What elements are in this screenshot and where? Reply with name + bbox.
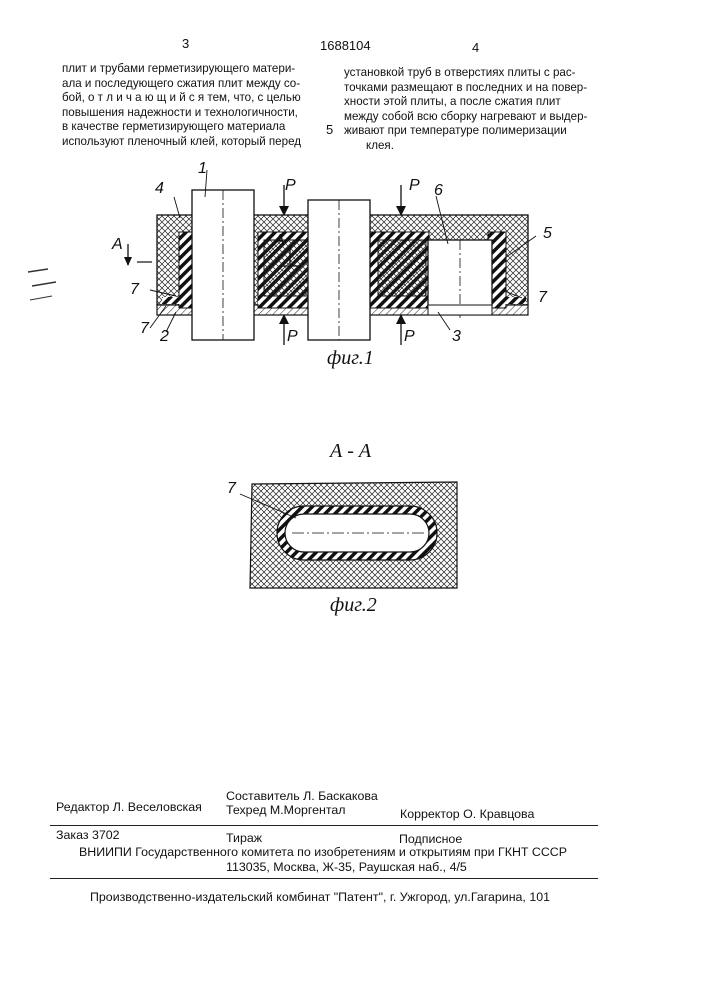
- label-7-bottom: 7: [140, 320, 149, 338]
- glue-layer: [377, 297, 429, 304]
- circulation: Тираж: [226, 831, 262, 845]
- label-p-bottom-right: P: [404, 328, 415, 346]
- figure-2-drawing: [0, 470, 707, 600]
- glue-layer: [258, 297, 308, 304]
- label-p-top-right: P: [409, 177, 420, 195]
- figure-1-caption: фиг.1: [327, 347, 374, 370]
- section-title: А - А: [330, 440, 371, 463]
- label-p-top-left: P: [285, 177, 296, 195]
- order: Заказ 3702: [56, 828, 120, 842]
- vniipi: ВНИИПИ Государственного комитета по изоб…: [79, 845, 567, 859]
- label-7-fig2: 7: [227, 480, 236, 498]
- subscription: Подписное: [399, 832, 462, 846]
- publisher: Производственно-издательский комбинат "П…: [90, 890, 550, 904]
- corrector: Корректор О. Кравцова: [400, 807, 534, 821]
- divider: [50, 878, 598, 879]
- techred: Техред М.Моргентал: [226, 803, 346, 817]
- bore: [428, 305, 492, 315]
- label-6: 6: [434, 182, 443, 200]
- label-7-left: 7: [130, 281, 139, 299]
- label-7-right: 7: [538, 289, 547, 307]
- label-1: 1: [198, 160, 207, 178]
- compiler: Составитель Л. Баскакова: [226, 789, 378, 803]
- divider: [50, 825, 598, 826]
- label-2: 2: [160, 328, 169, 346]
- label-3: 3: [452, 328, 461, 346]
- recess: [264, 240, 308, 296]
- recess: [378, 240, 426, 296]
- editor: Редактор Л. Веселовская: [56, 800, 202, 814]
- label-p-bottom-left: P: [287, 328, 298, 346]
- label-section-a-left: A: [112, 236, 123, 254]
- figure-2-caption: фиг.2: [330, 594, 377, 617]
- address: 113035, Москва, Ж-35, Раушская наб., 4/5: [226, 860, 467, 874]
- glue-layer: [488, 297, 526, 304]
- label-5: 5: [543, 225, 552, 243]
- label-section-a-inner: A: [274, 232, 285, 250]
- figure-1-drawing: [0, 0, 707, 400]
- label-4: 4: [155, 180, 164, 198]
